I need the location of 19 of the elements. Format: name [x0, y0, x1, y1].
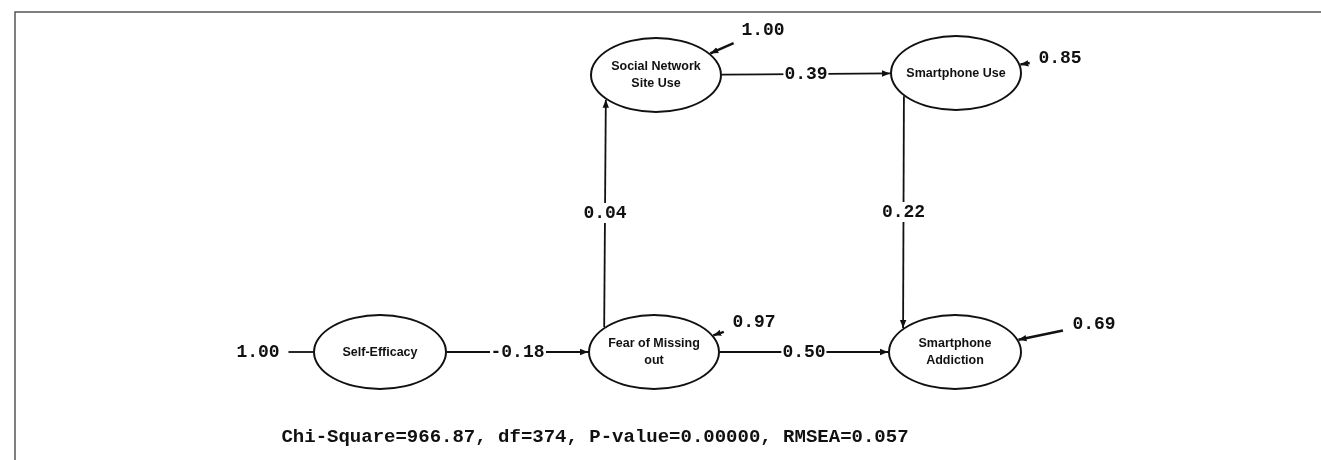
error-variance-value: 1.00: [735, 18, 791, 42]
error-variance-value: 0.85: [1032, 46, 1088, 70]
error-variance-value: 1.00: [230, 340, 286, 364]
latent-variable-ellipse: Self-Efficacy: [313, 314, 447, 390]
edge-label: 0.22: [880, 202, 927, 223]
fit-statistics-caption: Chi-Square=966.87, df=374, P-value=0.00000, RMSEA=0.057: [280, 426, 910, 448]
arrow: [899, 95, 907, 329]
connector-line: [287, 351, 314, 353]
error-variance-value: 0.69: [1066, 312, 1122, 336]
arrow: [1020, 60, 1030, 67]
arrow: [709, 41, 735, 55]
arrow: [602, 98, 609, 328]
arrow: [1018, 329, 1064, 342]
latent-variable-ellipse: Fear of Missing out: [588, 314, 720, 390]
edge-label: 0.04: [582, 203, 628, 224]
latent-variable-ellipse: Smartphone Addiction: [888, 314, 1022, 390]
error-variance-value: 0.97: [726, 310, 782, 334]
latent-variable-ellipse: Social Network Site Use: [590, 37, 722, 113]
latent-variable-ellipse: Smartphone Use: [890, 35, 1022, 111]
